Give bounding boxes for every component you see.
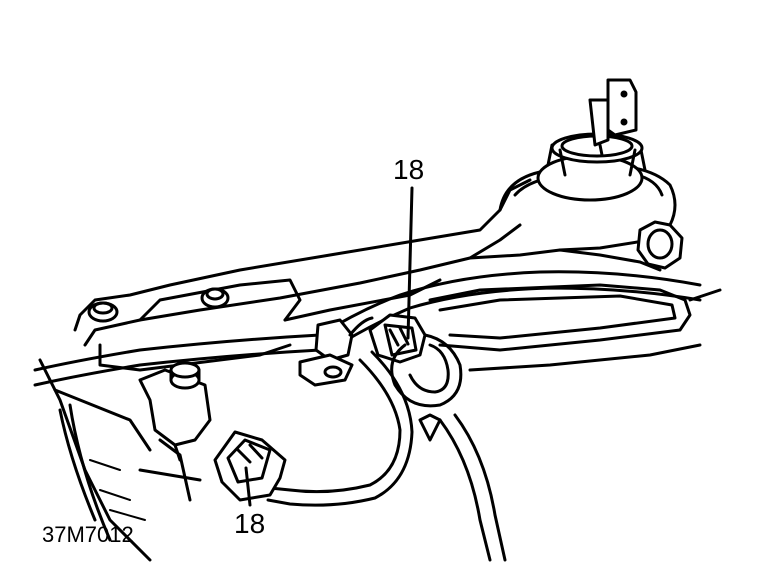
callout-label-bottom: 18 — [234, 508, 266, 539]
connector-cable — [266, 350, 507, 562]
lower-switch-connector — [213, 430, 287, 502]
callout-top-leader — [406, 186, 414, 340]
callout-label-top: 18 — [393, 154, 425, 185]
cover-bolts — [87, 287, 230, 323]
callout-bottom-leader — [244, 466, 252, 507]
figure-reference-code: 37M7012 — [42, 522, 134, 547]
harness-clip — [298, 318, 354, 387]
gear-lever-turret — [498, 78, 677, 252]
reverse-light-switch-connector — [348, 313, 463, 408]
transmission-housing — [38, 358, 202, 562]
mounting-bracket — [138, 361, 212, 462]
side-bolt — [636, 220, 684, 270]
